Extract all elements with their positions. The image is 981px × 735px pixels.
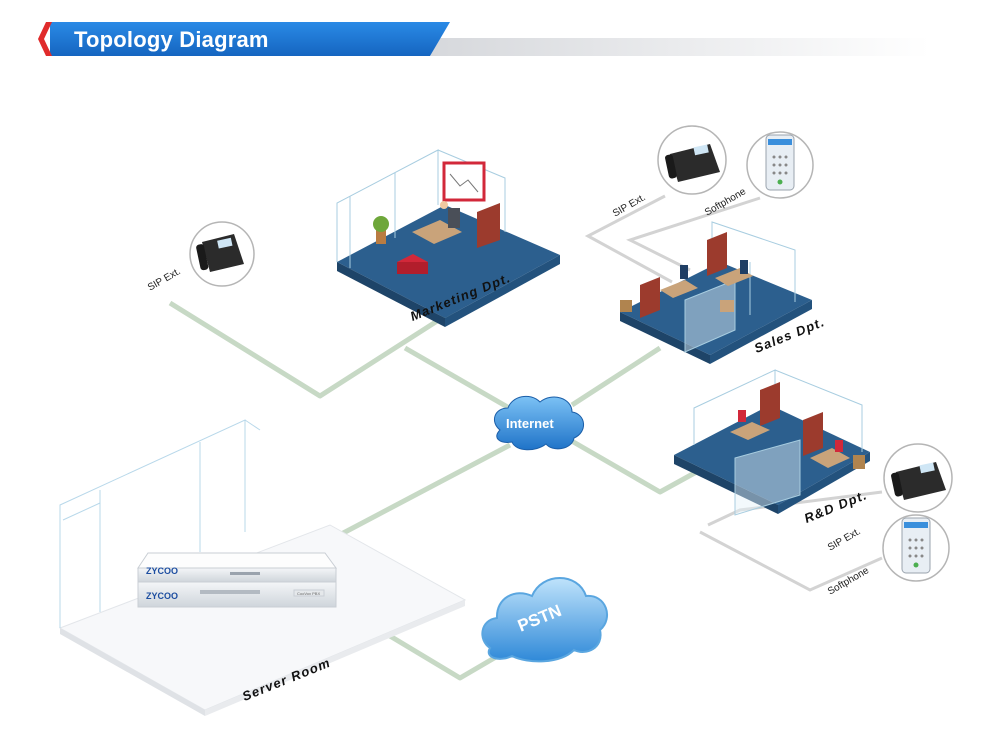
header-banner-graphic [38,22,930,56]
link-rnd-softphone [699,530,883,592]
link-sales-sip-ext [584,194,673,284]
desk-phone-icon [883,443,953,513]
desk-phone-icon [657,125,727,195]
pstn-cloud-icon [481,577,608,663]
link-sales-internet [570,345,662,408]
rnd-office [674,369,870,516]
smartphone-icon [882,514,950,582]
link-sales-softphone [626,196,761,272]
link-server-internet [328,442,512,543]
marketing-office [336,149,560,327]
device-model-text: CooVox PBX [297,591,321,596]
device-brand-top: ZYCOO [146,566,179,576]
link-rnd-internet [568,437,702,495]
chevron-left-icon [38,22,52,56]
internet-cloud-icon [493,395,584,451]
internet-label: Internet [506,416,554,431]
pbx-device-bottom [137,581,337,608]
link-rnd-sip-ext [707,490,883,527]
pbx-device-top [137,552,337,583]
device-brand-bottom: ZYCOO [146,591,179,601]
smartphone-icon [746,131,814,199]
page-title: Topology Diagram [74,27,269,52]
endpoint-lines [584,194,883,592]
desk-phone-icon [189,221,255,287]
sales-office [620,221,812,364]
header-banner: Topology Diagram [0,0,981,70]
server-room [58,419,467,716]
